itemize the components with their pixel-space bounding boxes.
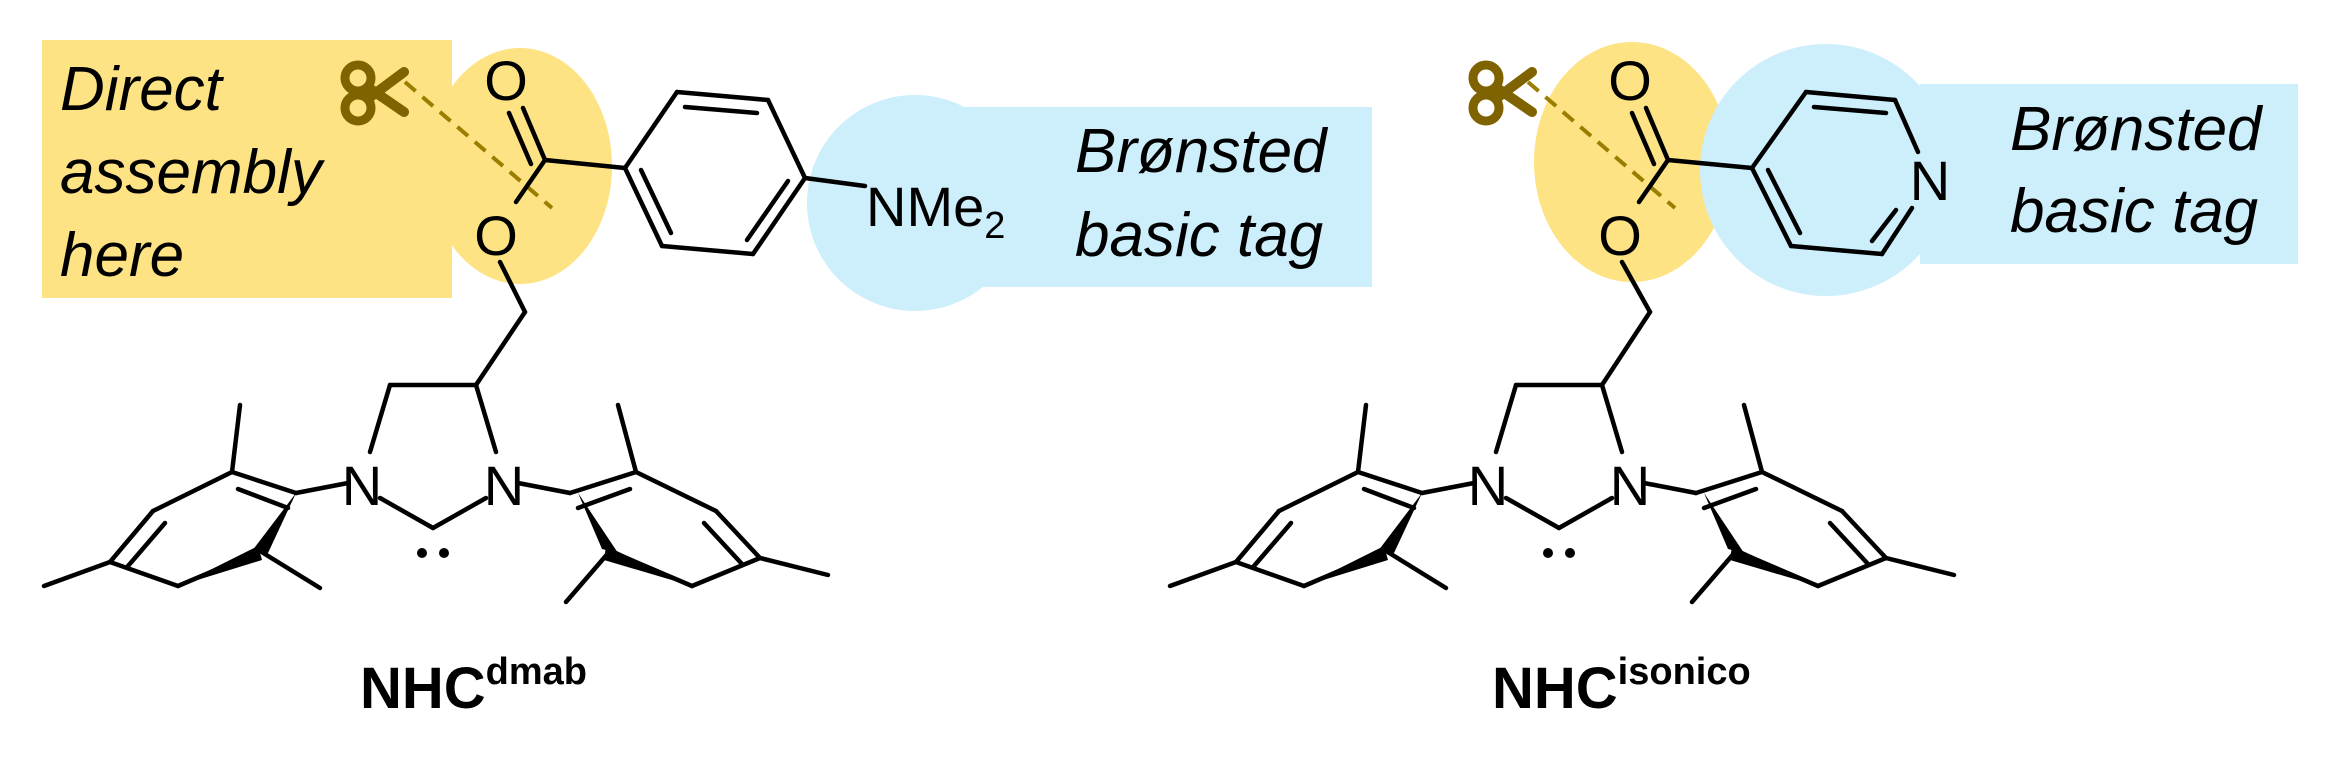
ester-highlight — [428, 48, 612, 284]
nitrogen-left: N — [1468, 454, 1508, 517]
nitrogen-right: N — [1610, 454, 1650, 517]
carbene-lone-pair — [439, 548, 449, 558]
ester-highlight — [1534, 42, 1730, 282]
bronsted-tag-box — [1920, 84, 2298, 264]
wedge-bond — [604, 546, 692, 586]
wedge-bond — [252, 493, 296, 553]
wedge-bond — [1378, 493, 1422, 553]
tag-line-2: basic tag — [2010, 177, 2258, 246]
molecule-nhc-dmab: Direct assembly here Brønsted basic tag — [41, 40, 1372, 721]
bonds — [41, 89, 868, 605]
ester-oxygen: O — [474, 204, 518, 267]
tag-line-1: Brønsted — [2010, 95, 2264, 164]
pyridine-highlight — [1700, 44, 1952, 296]
scissors-icon — [1468, 60, 1537, 126]
carbonyl-oxygen: O — [1608, 49, 1652, 112]
caption-nhc-isonico: NHCisonico — [1492, 651, 1751, 721]
nitrogen-right: N — [484, 454, 524, 517]
carbene-lone-pair — [1543, 548, 1553, 558]
wedge-bond — [578, 493, 618, 553]
amine-highlight — [807, 95, 1023, 311]
nitrogen-left: N — [342, 454, 382, 517]
tag-line-2: basic tag — [1075, 201, 1323, 270]
molecule-nhc-isonico: Brønsted basic tag — [1167, 42, 2298, 721]
callout-line-2: assembly — [60, 138, 326, 207]
amine-nme2: NMe2 — [866, 175, 1005, 247]
caption-nhc-dmab: NHCdmab — [360, 651, 587, 721]
wedge-bond — [178, 546, 262, 586]
scissors-icon — [340, 60, 409, 126]
wedge-bond — [1730, 546, 1818, 586]
carbene-lone-pair — [1565, 548, 1575, 558]
wedge-bond — [1304, 546, 1388, 586]
ester-oxygen: O — [1598, 204, 1642, 267]
carbene-lone-pair — [417, 548, 427, 558]
carbonyl-oxygen: O — [484, 49, 528, 112]
tag-line-1: Brønsted — [1075, 117, 1329, 186]
callout-line-3: here — [60, 221, 184, 290]
pyridine-nitrogen: N — [1910, 149, 1950, 212]
callout-line-1: Direct — [60, 55, 225, 124]
wedge-bond — [1704, 493, 1744, 553]
